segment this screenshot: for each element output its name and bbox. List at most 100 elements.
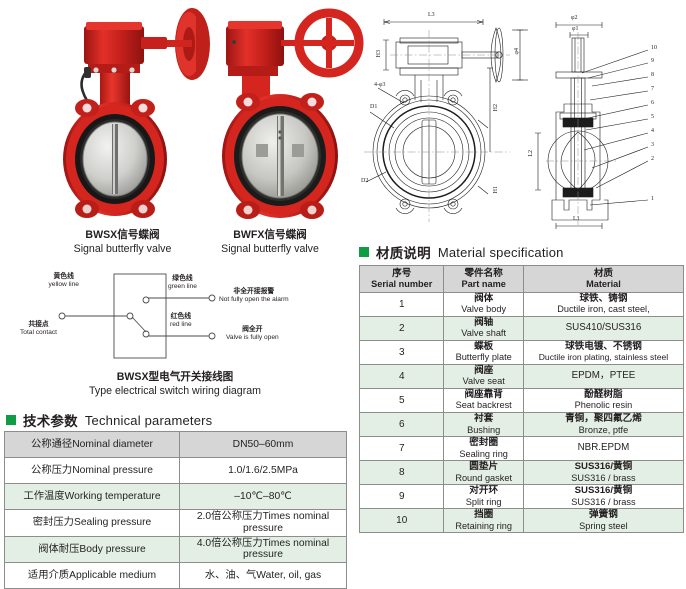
row-number: 7	[358, 435, 445, 461]
table-row: 3 蝶板 Butterfly plate 球铁电镀、不锈钢 Ductile ir…	[358, 339, 685, 365]
tech-key: 工作温度Working temperature	[4, 483, 180, 510]
callout-8: 8	[651, 72, 654, 78]
row-material: 酚醛树脂 Phenolic resin	[522, 387, 685, 413]
wire-label-open: 阀全开 Valve is fully open	[226, 326, 279, 342]
wire-label-yellow-en: yellow line	[48, 281, 79, 289]
tech-key: 公称通径Nominal diameter	[4, 431, 180, 458]
row-number: 4	[358, 363, 445, 389]
caption-wiring-en: Type electrical switch wiring diagram	[89, 384, 261, 397]
tech-parameters-heading: 技术参数 Technical parameters	[6, 410, 212, 430]
wire-label-yellow-cn: 黄色线	[53, 273, 74, 280]
row-part: 蝶板 Butterfly plate	[443, 339, 524, 365]
header-serial-en: Serial number	[371, 279, 433, 290]
table-row: 公称压力Nominal pressure 1.0/1.6/2.5MPa	[4, 457, 347, 484]
dim-L2: L2	[528, 150, 534, 157]
tech-value: 2.0倍公称压力Times nominal pressure	[179, 509, 347, 537]
caption-wiring-cn: BWSX型电气开关接线图	[116, 371, 234, 383]
tech-key: 公称压力Nominal pressure	[4, 457, 180, 484]
dim-H2: H2	[493, 104, 499, 112]
table-header-row: 序号 Serial number 零件名称 Part name 材质 Mater…	[358, 265, 685, 293]
table-row: 10 挡圈 Retaining ring 弹簧钢 Spring steel	[358, 507, 685, 533]
wire-label-common-en: Total contact	[20, 329, 58, 337]
table-row: 5 阀座靠背 Seat backrest 酚醛树脂 Phenolic resin	[358, 387, 685, 413]
table-row: 1 阀体 Valve body 球铁、铸钢 Ductile iron, cast…	[358, 291, 685, 317]
row-material: SUS410/SUS316	[522, 315, 685, 341]
tech-key: 适用介质Applicable medium	[4, 562, 180, 589]
callout-9: 9	[651, 58, 654, 64]
row-number: 2	[358, 315, 445, 341]
row-number: 8	[358, 459, 445, 485]
tech-value: DN50–60mm	[179, 431, 347, 458]
dim-D1: D1	[370, 104, 378, 110]
callout-3: 3	[651, 142, 654, 148]
wiring-diagram-svg	[58, 273, 216, 359]
wire-label-green-en: green line	[168, 283, 197, 291]
callout-4: 4	[651, 128, 654, 134]
dim-L3: L3	[428, 12, 435, 18]
green-square-icon	[6, 415, 16, 425]
header-serial-number: 序号 Serial number	[358, 265, 445, 293]
caption-bwsx: BWSX信号蝶阀 Signal butterfly valve	[60, 229, 185, 257]
dim-phi4: φ4	[514, 48, 520, 55]
wire-label-open-en: Valve is fully open	[226, 334, 279, 342]
row-number: 6	[358, 411, 445, 437]
technical-parameters-table: 公称通径Nominal diameter DN50–60mm 公称压力Nomin…	[4, 431, 347, 589]
callout-10: 10	[651, 45, 657, 51]
row-number: 3	[358, 339, 445, 365]
callout-2: 2	[651, 156, 654, 162]
wire-label-green-cn: 绿色线	[172, 275, 193, 282]
row-material: 青铜，聚四氟乙烯 Bronze, ptfe	[522, 411, 685, 437]
material-title-en: Material specification	[437, 244, 564, 260]
dim-phi1: φ1	[572, 26, 579, 32]
valve-photo-bwfx	[196, 8, 364, 219]
caption-bwfx: BWFX信号蝶阀 Signal butterfly valve	[205, 229, 335, 257]
wire-label-common: 共接点 Total contact	[20, 321, 57, 337]
wire-label-alarm-en: Not fully open the alarm	[219, 296, 289, 304]
tech-value: 1.0/1.6/2.5MPa	[179, 457, 347, 484]
dim-H3: H3	[376, 50, 382, 58]
caption-bwsx-en: Signal butterfly valve	[73, 242, 172, 255]
wire-label-alarm: 非全开接报警 Not fully open the alarm	[219, 288, 289, 304]
header-part-cn: 零件名称	[464, 268, 503, 279]
caption-bwsx-cn: BWSX信号蝶阀	[85, 229, 160, 241]
callout-7: 7	[651, 86, 654, 92]
table-row: 适用介质Applicable medium 水、油、气Water, oil, g…	[4, 562, 347, 589]
table-row: 阀体耐压Body pressure 4.0倍公称压力Times nominal …	[4, 535, 347, 564]
header-part-name: 零件名称 Part name	[443, 265, 524, 293]
row-part: 挡圈 Retaining ring	[443, 507, 524, 533]
technical-drawings: L3 H3 H2 H1 D1 D2 4-φ3 φ4 φ2 φ1 L2 L1 10…	[360, 0, 686, 232]
wire-label-yellow: 黄色线 yellow line	[48, 273, 78, 289]
dim-4-phi3: 4-φ3	[374, 82, 386, 88]
tech-value: 水、油、气Water, oil, gas	[179, 562, 347, 589]
table-row: 7 密封圈 Sealing ring NBR.EPDM	[358, 435, 685, 461]
row-material: SUS316/黄铜 SUS316 / brass	[522, 483, 685, 509]
row-material: SUS316/黄铜 SUS316 / brass	[522, 459, 685, 485]
header-material-cn: 材质	[593, 268, 614, 279]
row-material: 球铁、铸钢 Ductile iron, cast steel,	[522, 291, 685, 317]
wire-label-red-cn: 红色线	[170, 313, 192, 320]
row-material: EPDM，PTEE	[522, 363, 685, 389]
row-part: 阀座 Valve seat	[443, 363, 524, 389]
wiring-diagram: 黄色线 yellow line 共接点 Total contact 绿色线 gr…	[0, 268, 350, 368]
green-square-icon	[359, 247, 369, 257]
tech-value: 4.0倍公称压力Times nominal pressure	[179, 535, 347, 564]
table-row: 8 圆垫片 Round gasket SUS316/黄铜 SUS316 / br…	[358, 459, 685, 485]
tech-key: 密封压力Sealing pressure	[4, 509, 180, 537]
header-serial-cn: 序号	[392, 268, 412, 279]
row-part: 衬套 Bushing	[443, 411, 524, 437]
tech-title-cn: 技术参数	[23, 414, 78, 429]
table-row: 9 对开环 Split ring SUS316/黄铜 SUS316 / bras…	[358, 483, 685, 509]
row-part: 阀轴 Valve shaft	[443, 315, 524, 341]
caption-wiring: BWSX型电气开关接线图 Type electrical switch wiri…	[55, 371, 295, 399]
technical-drawing-svg	[364, 19, 649, 229]
wire-label-alarm-cn: 非全开接报警	[233, 288, 275, 295]
valve-photo-bwsx	[63, 8, 206, 218]
wire-label-common-cn: 共接点	[28, 321, 49, 328]
callout-5: 5	[651, 114, 654, 120]
tech-value: –10℃–80℃	[179, 483, 347, 510]
wire-label-red-en: red line	[170, 321, 192, 329]
wire-label-red: 红色线 red line	[170, 313, 192, 329]
dim-D2: D2	[361, 178, 369, 184]
table-row: 2 阀轴 Valve shaft SUS410/SUS316	[358, 315, 685, 341]
table-row: 4 阀座 Valve seat EPDM，PTEE	[358, 363, 685, 389]
